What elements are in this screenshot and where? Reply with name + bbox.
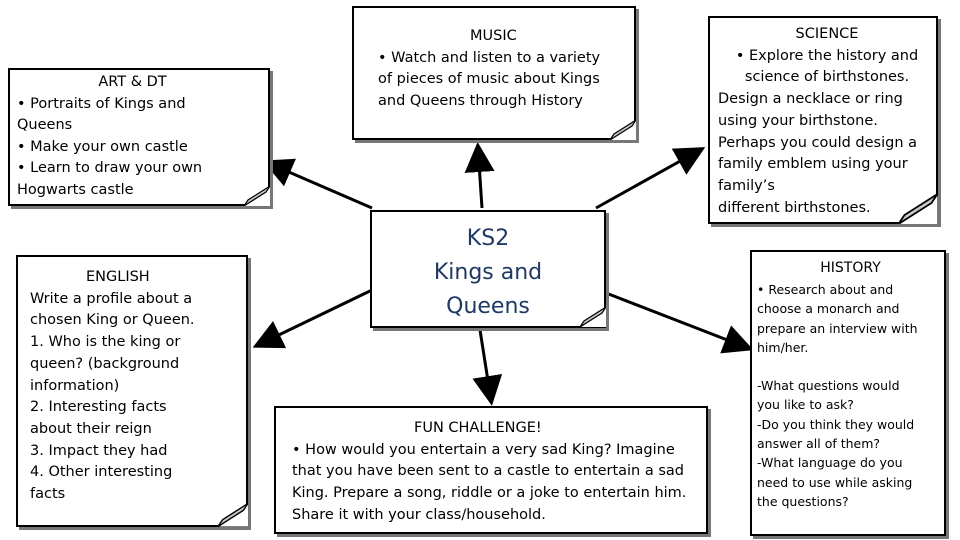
music-line: of pieces of music about Kings [378,71,600,87]
art-dt-line: • Portraits of Kings and [17,95,186,112]
history-line: answer all of them? [757,436,881,452]
arrow-to-english [252,288,373,349]
history-line: need to use while asking [757,474,913,490]
english-line: Write a profile about a [30,290,193,307]
arrow-to-art [262,158,373,210]
arrow-to-music [464,142,495,209]
art-dt-line: Hogwarts castle [17,181,134,198]
english-line: 3. Impact they had [30,442,168,459]
history-line: you like to ask? [757,397,854,413]
center-topic-card: KS2 Kings and Queens [370,210,606,328]
science-line: family’s [718,177,775,194]
music-title: MUSIC [470,28,517,44]
history-line: prepare an interview with [757,320,918,336]
art-dt-title: ART & DT [98,74,167,90]
art-dt-card: ART & DT • Portraits of Kings and Queens… [8,68,270,206]
center-title-line: KS2 [466,226,510,251]
history-line: • Research about and [757,282,894,297]
history-line: -Do you think they would [757,416,915,432]
history-title: HISTORY [820,260,881,276]
history-line: -What language do you [757,455,903,471]
arrow-to-fun [472,329,503,406]
page-curl-icon [218,503,248,527]
music-line: and Queens through History [378,92,583,109]
english-line: queen? (background [30,355,180,372]
english-card: ENGLISH Write a profile about a chosen K… [16,255,248,527]
english-title: ENGLISH [86,269,150,285]
english-line: 2. Interesting facts [30,399,167,416]
english-line: facts [30,486,66,503]
fun-challenge-line: King. Prepare a song, riddle or a joke t… [292,485,687,502]
center-title-line: Kings and [433,260,543,285]
science-line: • Explore the history and [735,47,919,64]
science-line: science of birthstones. [744,69,910,86]
art-dt-line: Queens [17,117,73,133]
science-line: Design a necklace or ring [718,91,903,108]
science-line: different birthstones. [718,199,871,216]
science-line: Perhaps you could design a [718,134,918,151]
science-line: using your birthstone. [718,112,878,129]
music-line: • Watch and listen to a variety [378,49,601,66]
science-card: SCIENCE • Explore the history and scienc… [708,16,938,224]
english-line: 1. Who is the king or [30,334,181,351]
art-dt-line: • Learn to draw your own [17,160,203,176]
fun-challenge-title: FUN CHALLENGE! [414,420,542,436]
history-line: him/her. [757,339,809,355]
page-curl-icon [898,194,938,224]
center-title-line: Queens [446,294,530,319]
arrow-to-history [605,291,754,354]
history-card: HISTORY • Research about and choose a mo… [750,250,946,536]
arrow-to-science [595,147,706,210]
english-line: chosen King or Queen. [30,312,195,329]
science-line: family emblem using your [718,156,908,173]
english-line: information) [30,377,120,394]
page-curl-icon [580,306,606,328]
science-title: SCIENCE [795,26,859,42]
art-dt-line: • Make your own castle [17,138,188,155]
english-line: about their reign [30,420,152,437]
history-line: the questions? [757,493,849,509]
page-curl-icon [610,120,636,140]
fun-challenge-line: Share it with your class/household. [292,506,546,523]
page-curl-icon [244,186,270,206]
fun-challenge-card: FUN CHALLENGE! • How would you entertain… [274,406,708,534]
fun-challenge-line: • How would you entertain a very sad Kin… [292,441,675,458]
english-line: 4. Other interesting [30,464,173,481]
history-line: -What questions would [757,378,900,394]
fun-challenge-line: that you have been sent to a castle to e… [292,463,684,480]
music-card: MUSIC • Watch and listen to a variety of… [352,6,636,140]
history-spacer [757,357,944,376]
history-line: choose a monarch and [757,301,900,317]
